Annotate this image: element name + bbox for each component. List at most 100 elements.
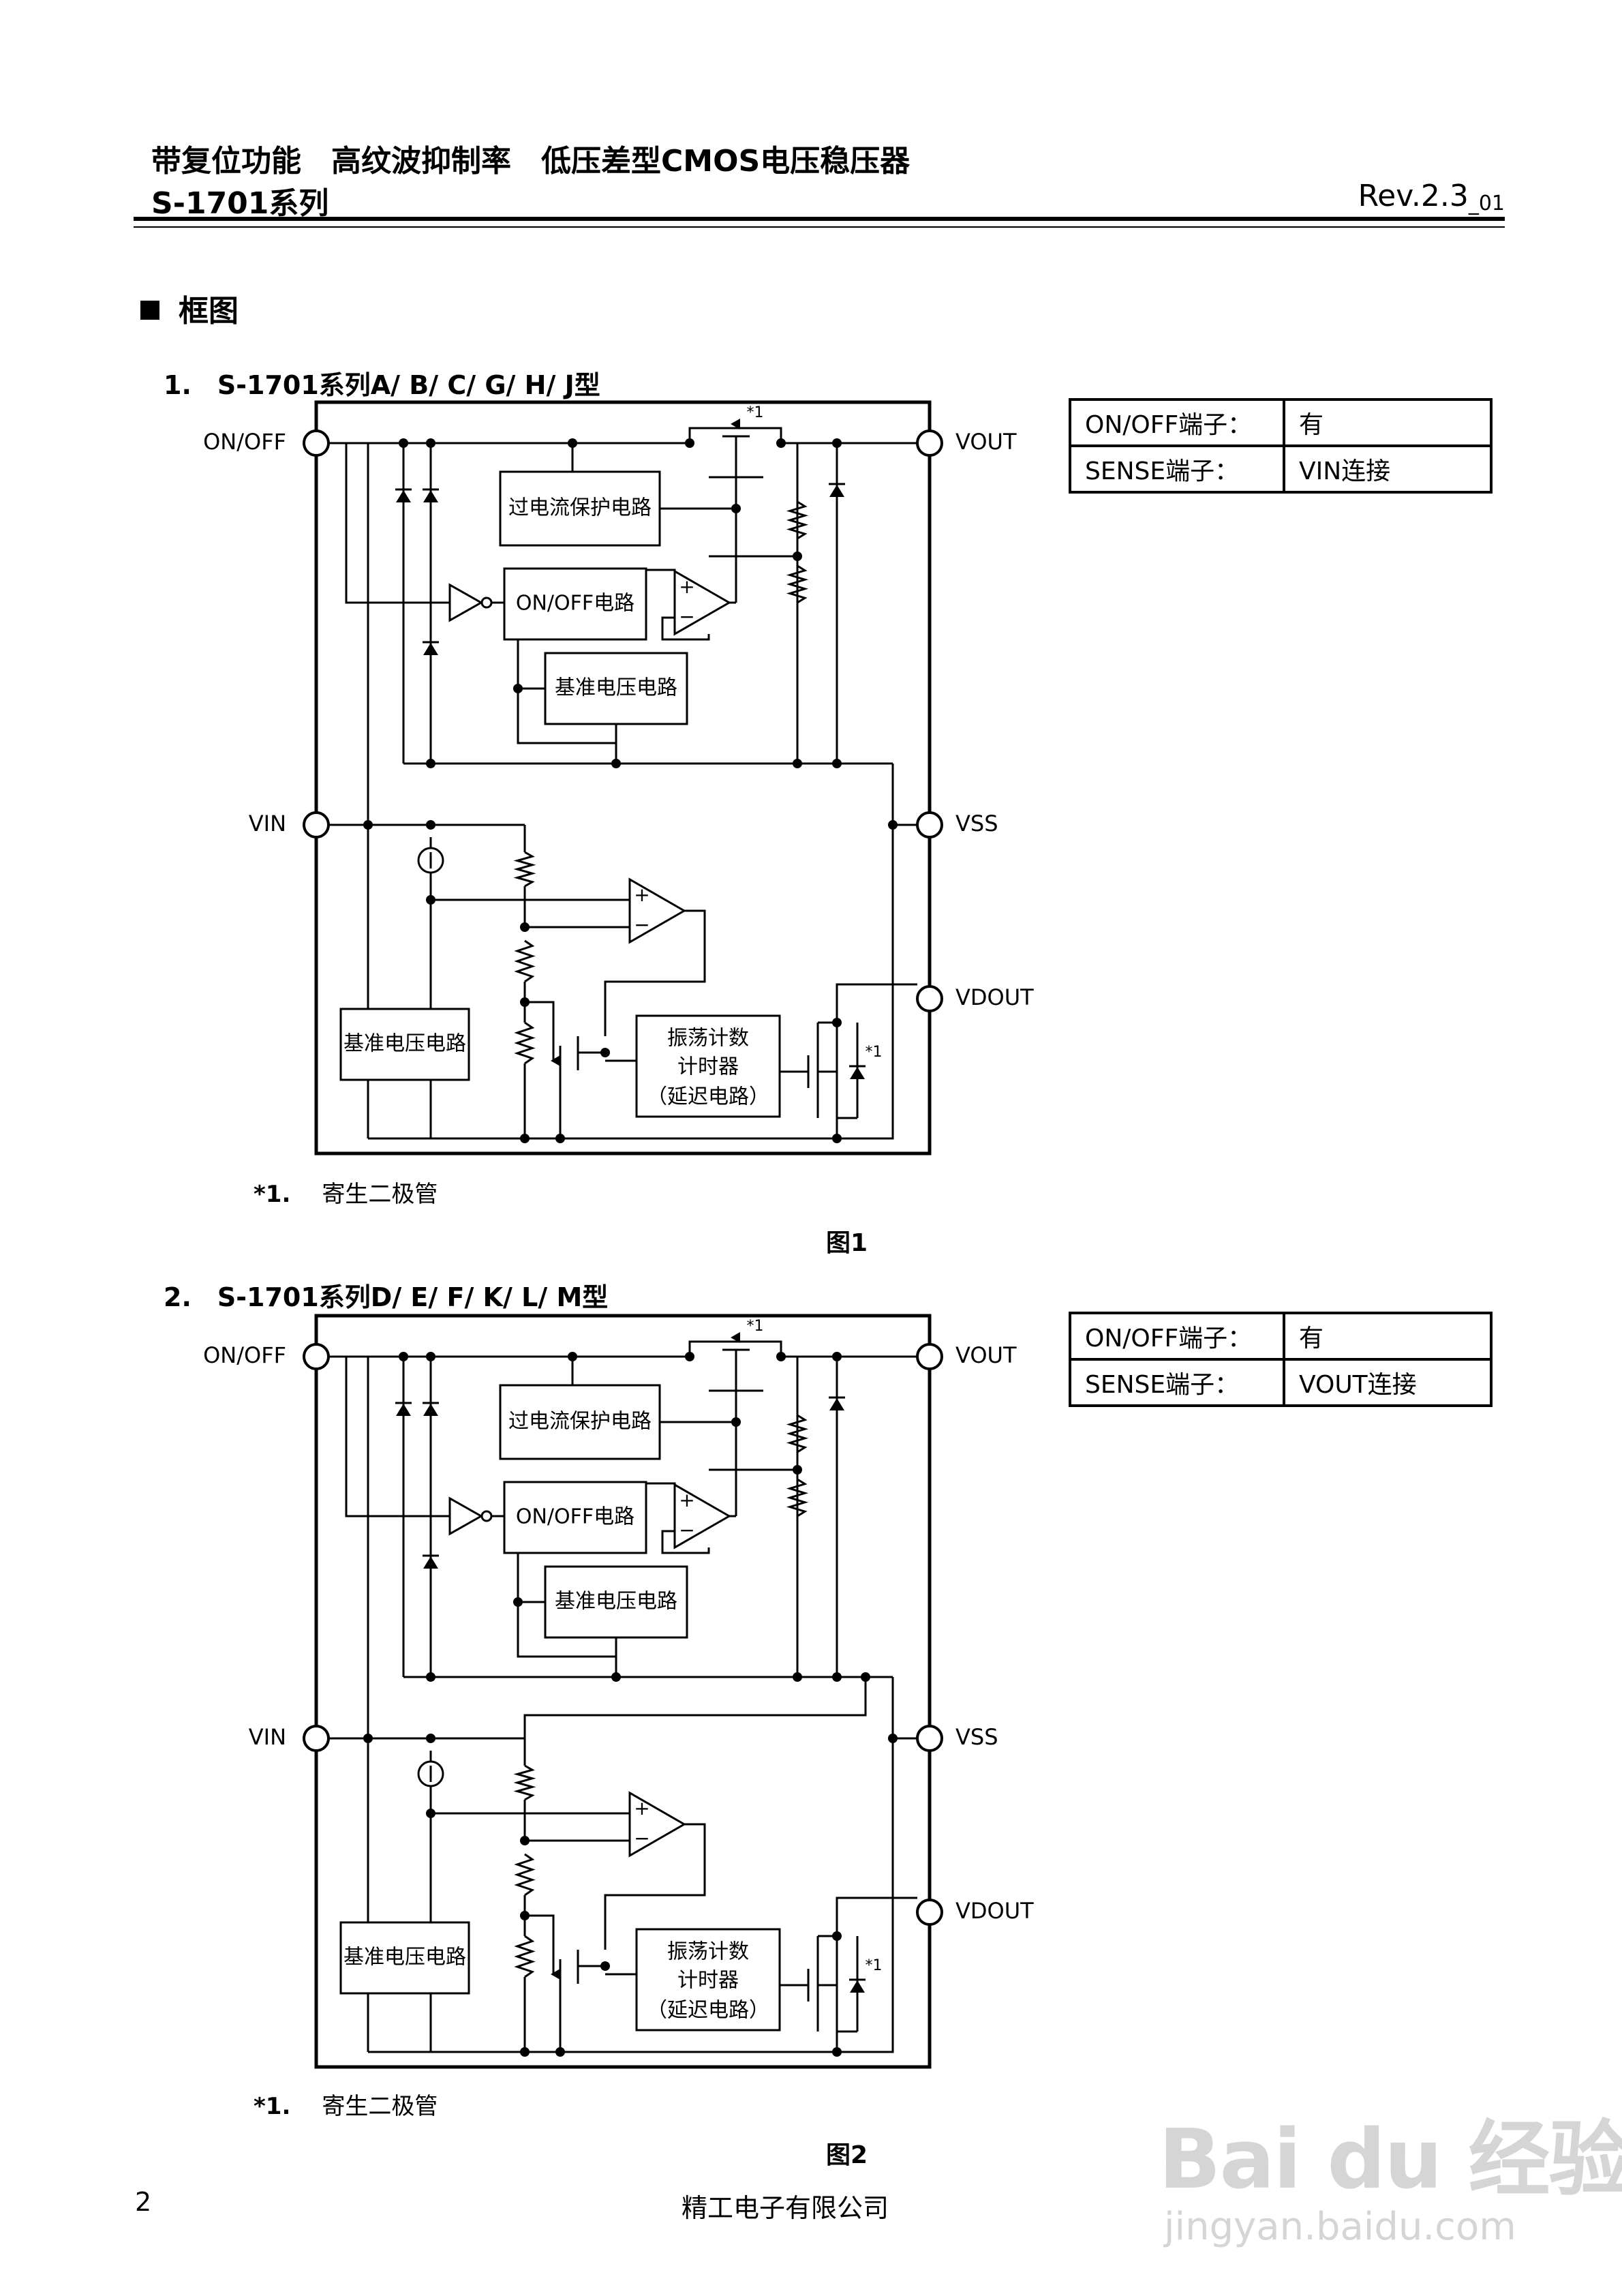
reference-label-top: 基准电压电路: [555, 676, 677, 700]
wire: [604, 909, 706, 1036]
pin-label-vdout: VDOUT: [955, 1898, 1034, 1924]
ic-package-outline: [314, 1314, 932, 2069]
pin-vdout-icon: [916, 985, 943, 1012]
resistor-icon: [514, 1935, 536, 1978]
diode-icon: [423, 1404, 438, 1416]
parasitic-mark: *1: [747, 1318, 764, 1335]
resistor-icon: [514, 1021, 536, 1065]
arrow-icon: [731, 419, 740, 429]
footnote-mark: *1.: [254, 1181, 291, 1208]
timer-label-3: （延迟电路）: [647, 1085, 769, 1109]
inverter-bubble: [480, 1510, 493, 1522]
square-bullet-icon: [140, 301, 159, 320]
junction-dot: [776, 438, 786, 448]
parasitic-mark: *1: [866, 1044, 883, 1061]
section-title: 框图: [179, 294, 239, 329]
opamp-minus: −: [679, 605, 694, 628]
revision-main: Rev.2.3: [1358, 179, 1469, 213]
arrow-icon: [551, 1055, 560, 1066]
reference-label-top: 基准电压电路: [555, 1590, 677, 1614]
resistor-icon: [786, 1478, 809, 1517]
resistor-icon: [786, 500, 809, 540]
pin-label-vdout: VDOUT: [955, 984, 1034, 1010]
opamp-minus: −: [634, 913, 649, 936]
reference-block-bottom: [339, 1008, 470, 1081]
opamp-minus: −: [679, 1519, 694, 1541]
junction-dot: [555, 2047, 565, 2057]
resistor-icon: [513, 1764, 536, 1801]
pin-label-vin: VIN: [249, 1724, 286, 1750]
junction-dot: [363, 1734, 373, 1743]
pin-vdout-icon: [916, 1899, 943, 1926]
table-key: SENSE端子：: [1069, 444, 1285, 494]
arrow-icon: [551, 1969, 560, 1980]
pin-label-vout: VOUT: [955, 1342, 1017, 1368]
timer-label-1: 振荡计数: [667, 1940, 749, 1964]
junction-dot: [685, 1352, 694, 1361]
pin-vout-icon: [916, 1343, 943, 1370]
header-title: 带复位功能 高纹波抑制率 低压差型CMOS电压稳压器: [151, 144, 911, 179]
reference-block-bottom: [339, 1921, 470, 1995]
table-row: ON/OFF端子：有: [1069, 398, 1493, 447]
junction-dot: [600, 1961, 610, 1971]
overcurrent-label: 过电流保护电路: [508, 1410, 652, 1434]
junction-dot: [861, 1672, 870, 1682]
onoff-circuit-block: [503, 1481, 647, 1554]
table-row: SENSE端子：VOUT连接: [1069, 1358, 1493, 1407]
nmos-reset-icon: [525, 1914, 562, 1976]
table-key: ON/OFF端子：: [1069, 1312, 1285, 1361]
figure-1-caption: 图1: [826, 1229, 868, 1257]
resistor-icon: [514, 939, 536, 983]
timer-label-3: （延迟电路）: [647, 1999, 769, 2023]
onoff-circuit-label: ON/OFF电路: [516, 1505, 634, 1529]
onoff-circuit-label: ON/OFF电路: [516, 592, 634, 616]
schmitt-inverter-icon: [448, 1496, 484, 1536]
opamp-plus: +: [679, 575, 694, 598]
table-value: 有: [1283, 398, 1493, 447]
resistor-icon: [513, 851, 536, 888]
reference-block-top: [544, 652, 688, 725]
overcurrent-label: 过电流保护电路: [508, 496, 652, 520]
reference-block-top: [544, 1565, 688, 1639]
pin-label-vss: VSS: [955, 1724, 998, 1750]
pin-label-onoff: ON/OFF: [203, 1342, 286, 1368]
onoff-circuit-block: [503, 567, 647, 641]
pin-table-1: ON/OFF端子：有 SENSE端子：VIN连接: [1069, 398, 1493, 494]
ic-package-outline: [314, 400, 932, 1155]
onoff-line: [328, 1355, 450, 1517]
pin-table-2: ON/OFF端子：有 SENSE端子：VOUT连接: [1069, 1312, 1493, 1407]
table-row: SENSE端子：VIN连接: [1069, 444, 1493, 494]
junction-dot: [832, 1134, 842, 1143]
diode-icon: [850, 1067, 865, 1079]
diode-icon: [423, 490, 438, 502]
footnote-2: *1.寄生二极管: [254, 2087, 438, 2121]
error-amp-icon: [673, 569, 732, 636]
vdout-line: [818, 1897, 917, 1937]
watermark-url: jingyan.baidu.com: [1164, 2205, 1516, 2249]
diode-icon: [850, 1980, 865, 1993]
table-row: ON/OFF端子：有: [1069, 1312, 1493, 1361]
junction-dot: [426, 759, 435, 768]
pin-label-vin: VIN: [249, 811, 286, 836]
junction-dot: [555, 1134, 565, 1143]
reference-label-bottom: 基准电压电路: [343, 1032, 466, 1056]
opamp-plus: +: [679, 1489, 694, 1511]
vss-line: [368, 1677, 894, 2053]
footnote-mark: *1.: [254, 2093, 291, 2120]
pin-label-vss: VSS: [955, 811, 998, 836]
schmitt-inverter-icon: [448, 583, 484, 622]
timer-block: [635, 1928, 781, 2031]
header-rule-thin: [134, 226, 1505, 228]
table-value: VOUT连接: [1283, 1358, 1493, 1407]
timer-label-2: 计时器: [677, 1969, 739, 1993]
wire: [661, 616, 710, 641]
timer-label-1: 振荡计数: [667, 1027, 749, 1051]
overcurrent-block: [499, 470, 661, 547]
revision-sub: _01: [1468, 192, 1505, 215]
junction-dot: [731, 504, 741, 513]
diode-icon: [396, 1404, 411, 1416]
junction-dot: [426, 1734, 435, 1743]
